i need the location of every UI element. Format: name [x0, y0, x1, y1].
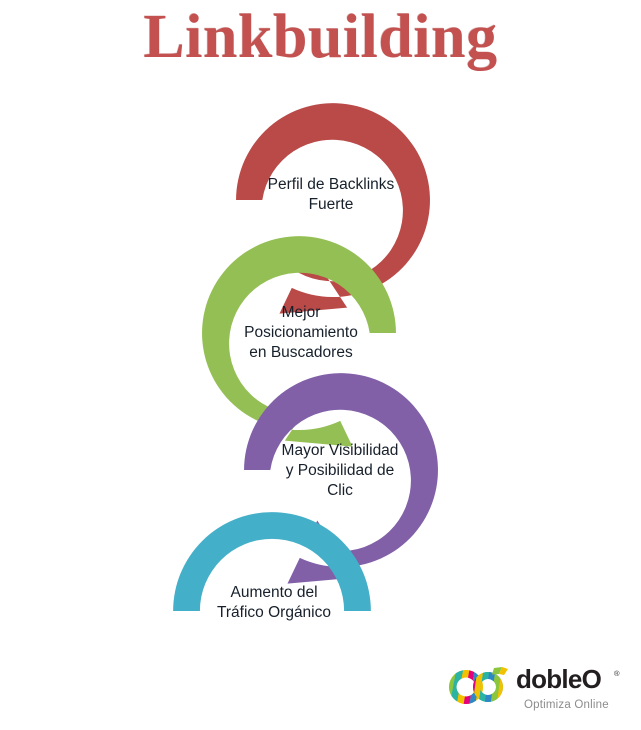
cycle-ring-step-4: [173, 512, 371, 611]
dobleo-wordmark: dobleO ® Optimiza Online: [516, 664, 620, 711]
cycle-arrow-step-1: [236, 103, 430, 314]
logo-wordmark-text: dobleO: [516, 664, 602, 694]
brand-logo: dobleO ® Optimiza Online: [446, 662, 626, 720]
logo-registered-mark: ®: [614, 669, 620, 678]
logo-tagline-text: Optimiza Online: [524, 699, 609, 711]
page-title: Linkbuilding: [143, 3, 498, 71]
dobleo-logo-mark-icon: [448, 667, 508, 705]
